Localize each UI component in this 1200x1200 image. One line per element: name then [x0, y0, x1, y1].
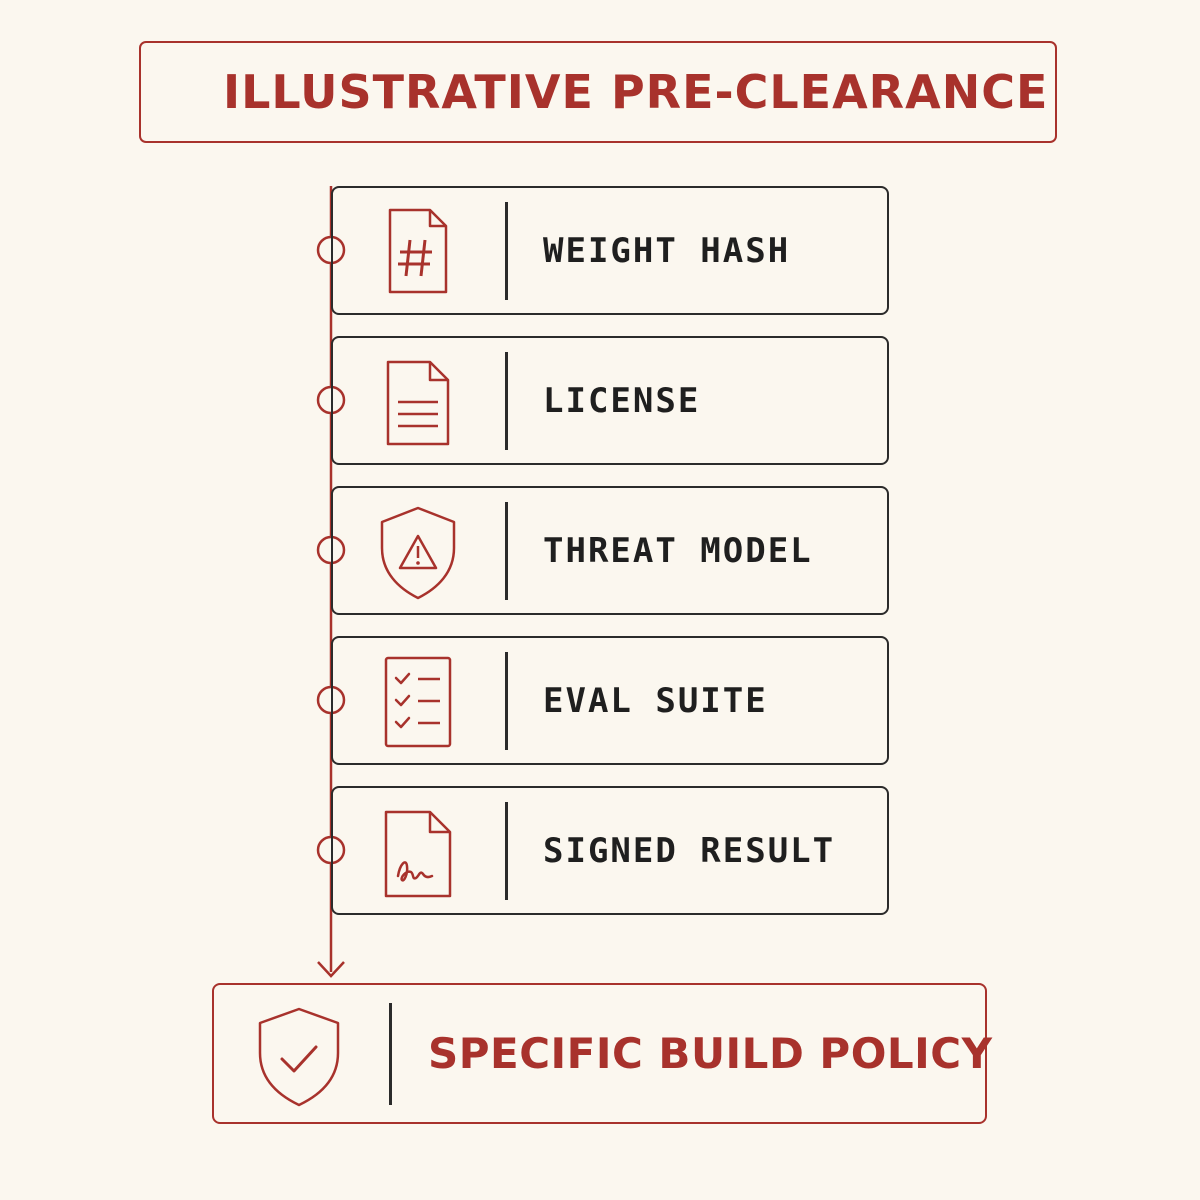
step-signed-result: SIGNED RESULT	[331, 786, 889, 915]
step-label: WEIGHT HASH	[543, 230, 791, 271]
result-label: SPECIFIC BUILD POLICY	[428, 1029, 993, 1078]
step-license: LICENSE	[331, 336, 889, 465]
step-divider	[505, 802, 508, 900]
diagram-title: ILLUSTRATIVE PRE-CLEARANCE	[223, 65, 1049, 119]
step-label: LICENSE	[543, 380, 701, 421]
result-box: SPECIFIC BUILD POLICY	[212, 983, 992, 1124]
step-label: THREAT MODEL	[543, 530, 813, 571]
warning-shield-icon	[380, 506, 456, 600]
checklist-icon	[384, 656, 452, 748]
signed-document-icon	[384, 810, 452, 898]
step-divider	[505, 652, 508, 750]
result-divider	[389, 1003, 392, 1105]
step-label: SIGNED RESULT	[543, 830, 836, 871]
step-divider	[505, 502, 508, 600]
step-divider	[505, 202, 508, 300]
text-document-icon	[386, 360, 450, 446]
step-label: EVAL SUITE	[543, 680, 768, 721]
step-eval-suite: EVAL SUITE	[331, 636, 889, 765]
timeline-arrowhead	[317, 961, 345, 978]
hash-document-icon	[388, 208, 448, 294]
step-threat-model: THREAT MODEL	[331, 486, 889, 615]
step-divider	[505, 352, 508, 450]
check-shield-icon	[258, 1007, 340, 1107]
title-box: ILLUSTRATIVE PRE-CLEARANCE	[139, 41, 1057, 143]
step-weight-hash: WEIGHT HASH	[331, 186, 889, 315]
